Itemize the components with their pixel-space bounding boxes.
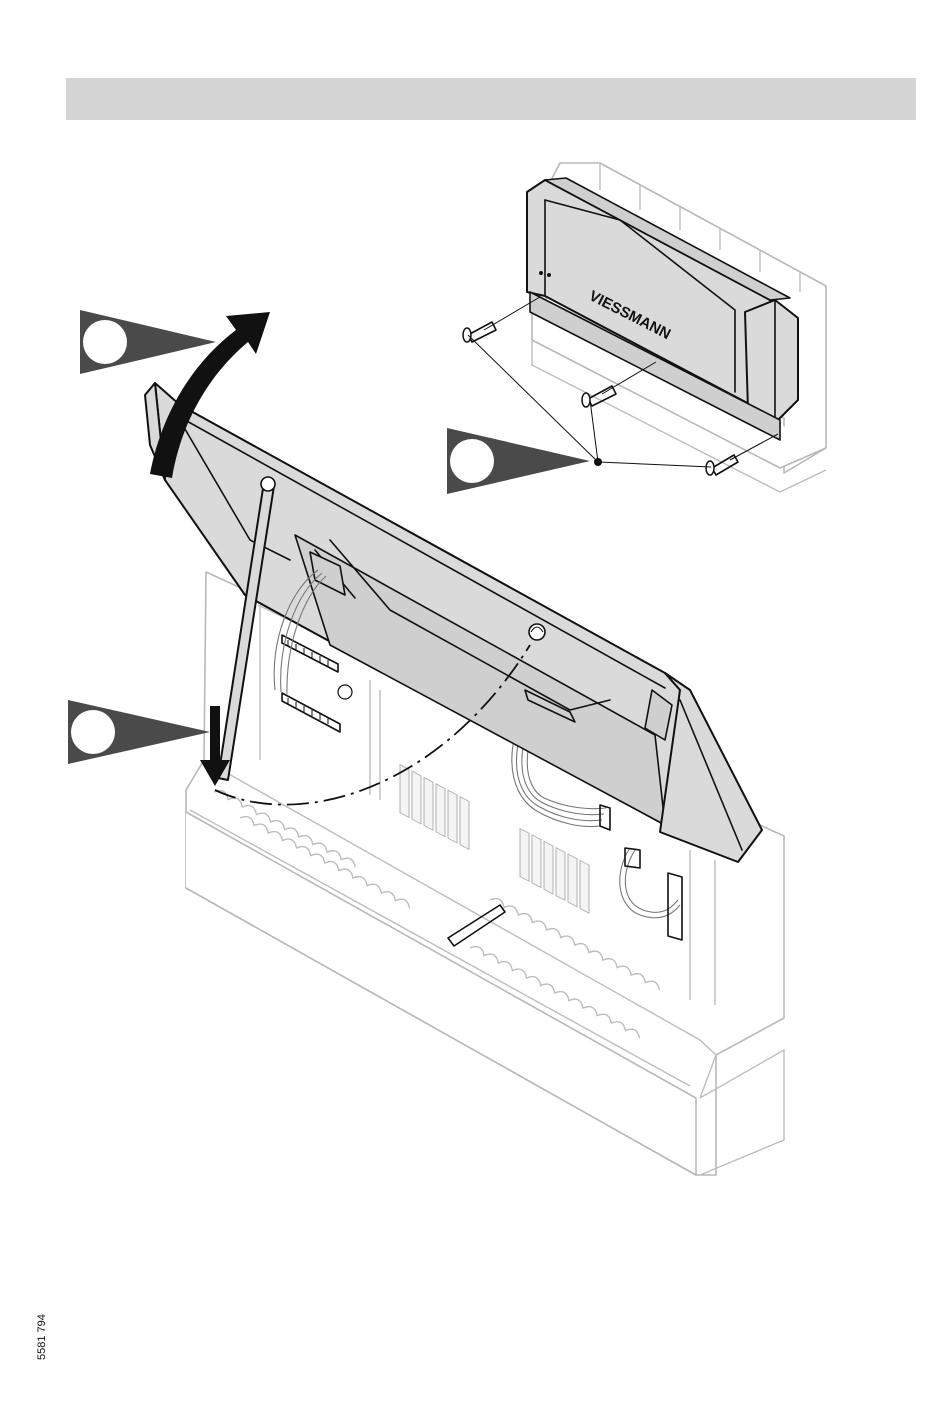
closed-control-unit: VIESSMANN	[463, 163, 826, 492]
callout-pointer-2	[447, 428, 590, 494]
callout-pointer-3	[68, 700, 210, 764]
screw-icon	[463, 322, 496, 342]
led-indicator	[539, 271, 543, 275]
document-number: 5581 794	[36, 1314, 48, 1360]
callout-pointer-1	[80, 310, 216, 374]
